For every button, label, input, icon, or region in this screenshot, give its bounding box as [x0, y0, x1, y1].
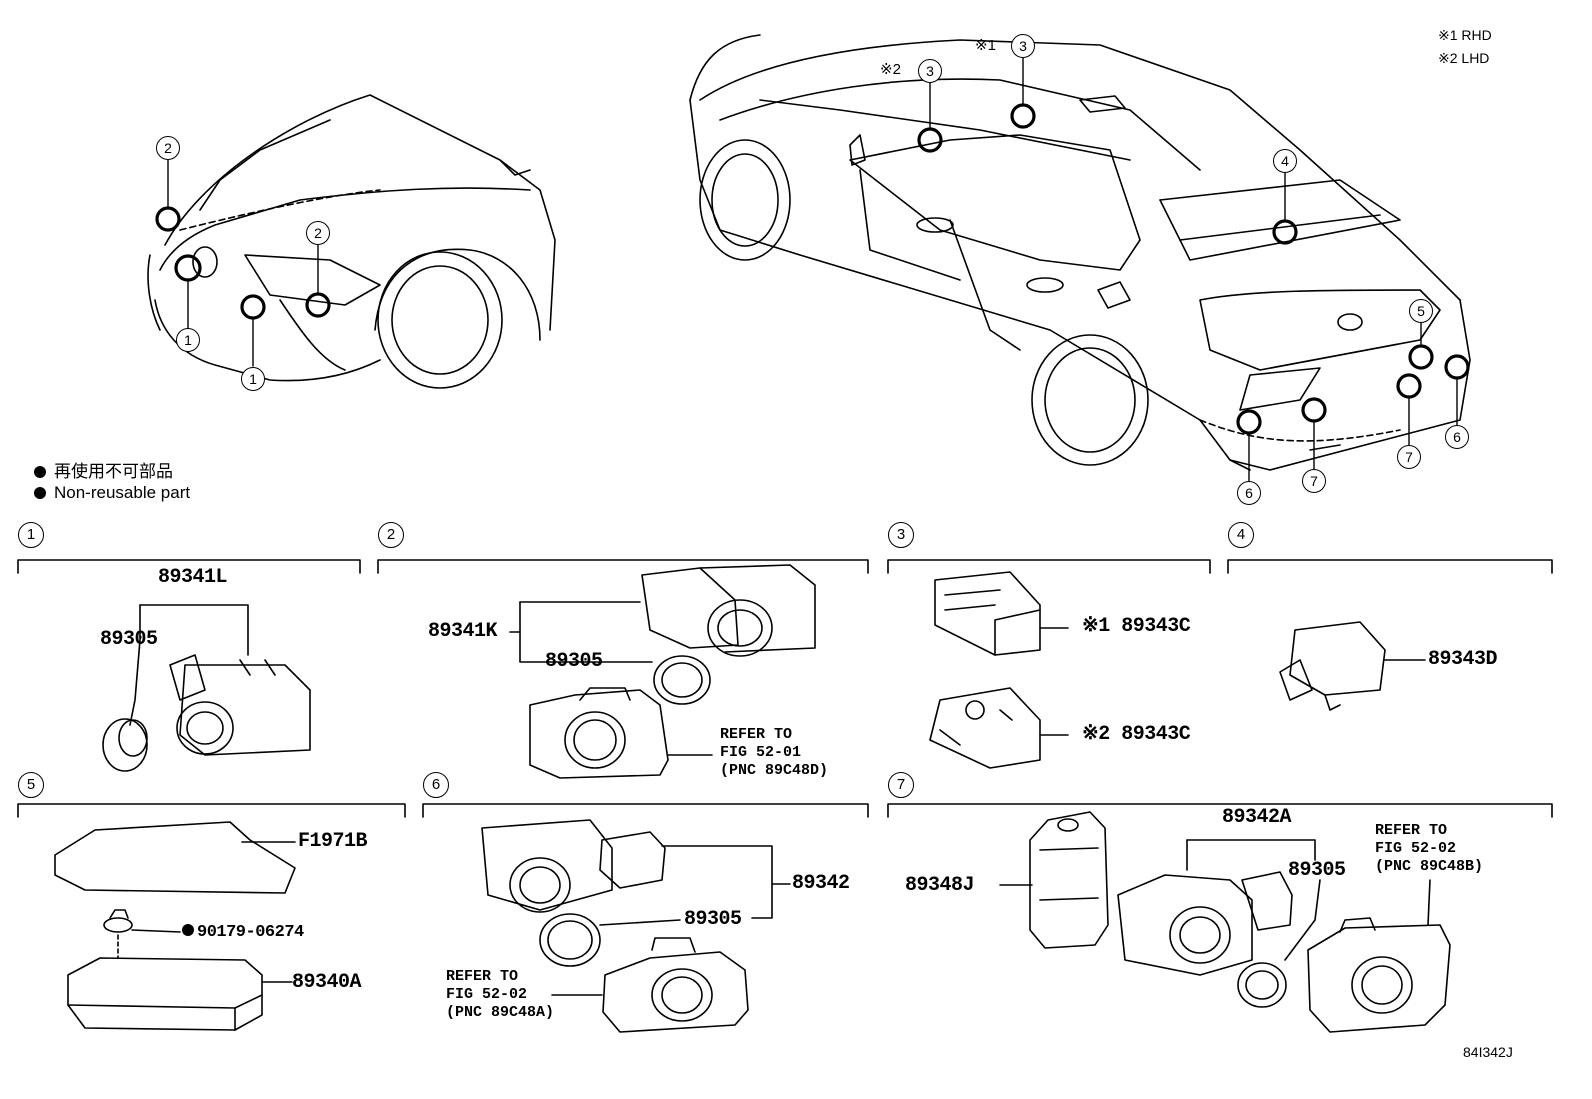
s3-parts: [929, 571, 1069, 769]
part-90179-06274-text: 90179-06274: [197, 923, 304, 942]
callout-leaders: [167, 57, 1458, 482]
refer-fig-52-01[interactable]: REFER TO FIG 52-01 (PNC 89C48D): [720, 726, 829, 779]
location-rings: [155, 103, 1470, 435]
part-89341L[interactable]: 89341L: [158, 566, 228, 589]
part-89341K[interactable]: 89341K: [428, 620, 498, 643]
legend-en: Non-reusable part: [34, 483, 190, 503]
s7-parts: [999, 811, 1451, 1033]
callout-4: 4: [1273, 149, 1297, 173]
s6-parts: [481, 819, 791, 1033]
callout-3-lhd: 3: [918, 59, 942, 83]
callout-5: 5: [1409, 299, 1433, 323]
front-car-illustration: [147, 94, 556, 389]
s2-parts: [509, 564, 816, 779]
refer-fig-52-02-a[interactable]: REFER TO FIG 52-02 (PNC 89C48A): [446, 968, 555, 1021]
refer-fig-52-02-b[interactable]: REFER TO FIG 52-02 (PNC 89C48B): [1375, 822, 1484, 875]
section-brackets: [17, 559, 1553, 818]
legend-en-text: Non-reusable part: [54, 483, 191, 502]
callout-mark-2: ※2: [880, 61, 901, 78]
callout-2-front-left: 2: [156, 136, 180, 160]
section-7-number: 7: [888, 772, 914, 798]
callout-1-front-right: 1: [241, 367, 265, 391]
part-89305-s1[interactable]: 89305: [100, 628, 158, 651]
part-89343C-rhd[interactable]: ※1 89343C: [1082, 615, 1191, 638]
callout-2-front-right: 2: [306, 221, 330, 245]
s1-parts: [102, 604, 311, 772]
part-89305-s2[interactable]: 89305: [545, 650, 603, 673]
part-89340A[interactable]: 89340A: [292, 971, 362, 994]
section-6-number: 6: [423, 772, 449, 798]
part-89348J[interactable]: 89348J: [905, 874, 975, 897]
callout-6-right: 6: [1445, 425, 1469, 449]
section-1-number: 1: [18, 522, 44, 548]
part-89343D[interactable]: 89343D: [1428, 648, 1498, 671]
part-89342A[interactable]: 89342A: [1222, 806, 1292, 829]
callout-6-left: 6: [1237, 481, 1261, 505]
callout-3-rhd: 3: [1011, 34, 1035, 58]
s4-parts: [1279, 621, 1426, 711]
part-89342[interactable]: 89342: [792, 872, 850, 895]
legend-jp-text: 再使用不可部品: [54, 462, 173, 481]
non-reusable-dot-icon: [34, 466, 46, 478]
callout-7-right: 7: [1397, 445, 1421, 469]
rear-car-illustration: [689, 34, 1471, 471]
rhd-note: ※1 RHD: [1438, 27, 1492, 43]
s5-parts: [54, 821, 296, 1031]
lhd-note: ※2 LHD: [1438, 50, 1490, 66]
section-2-number: 2: [378, 522, 404, 548]
callout-1-front-left: 1: [176, 328, 200, 352]
section-4-number: 4: [1228, 522, 1254, 548]
non-reusable-dot-icon: [182, 924, 194, 936]
part-89305-s7[interactable]: 89305: [1288, 859, 1346, 882]
legend-jp: 再使用不可部品: [34, 457, 173, 482]
part-89305-s6[interactable]: 89305: [684, 908, 742, 931]
section-5-number: 5: [18, 772, 44, 798]
part-89343C-lhd[interactable]: ※2 89343C: [1082, 723, 1191, 746]
callout-mark-1: ※1: [975, 37, 996, 54]
section-3-number: 3: [888, 522, 914, 548]
part-F1971B[interactable]: F1971B: [298, 830, 368, 853]
callout-7-center: 7: [1302, 469, 1326, 493]
non-reusable-dot-icon: [34, 487, 46, 499]
figure-id: 84I342J: [1463, 1044, 1513, 1060]
part-90179-06274[interactable]: 90179-06274: [182, 924, 304, 941]
